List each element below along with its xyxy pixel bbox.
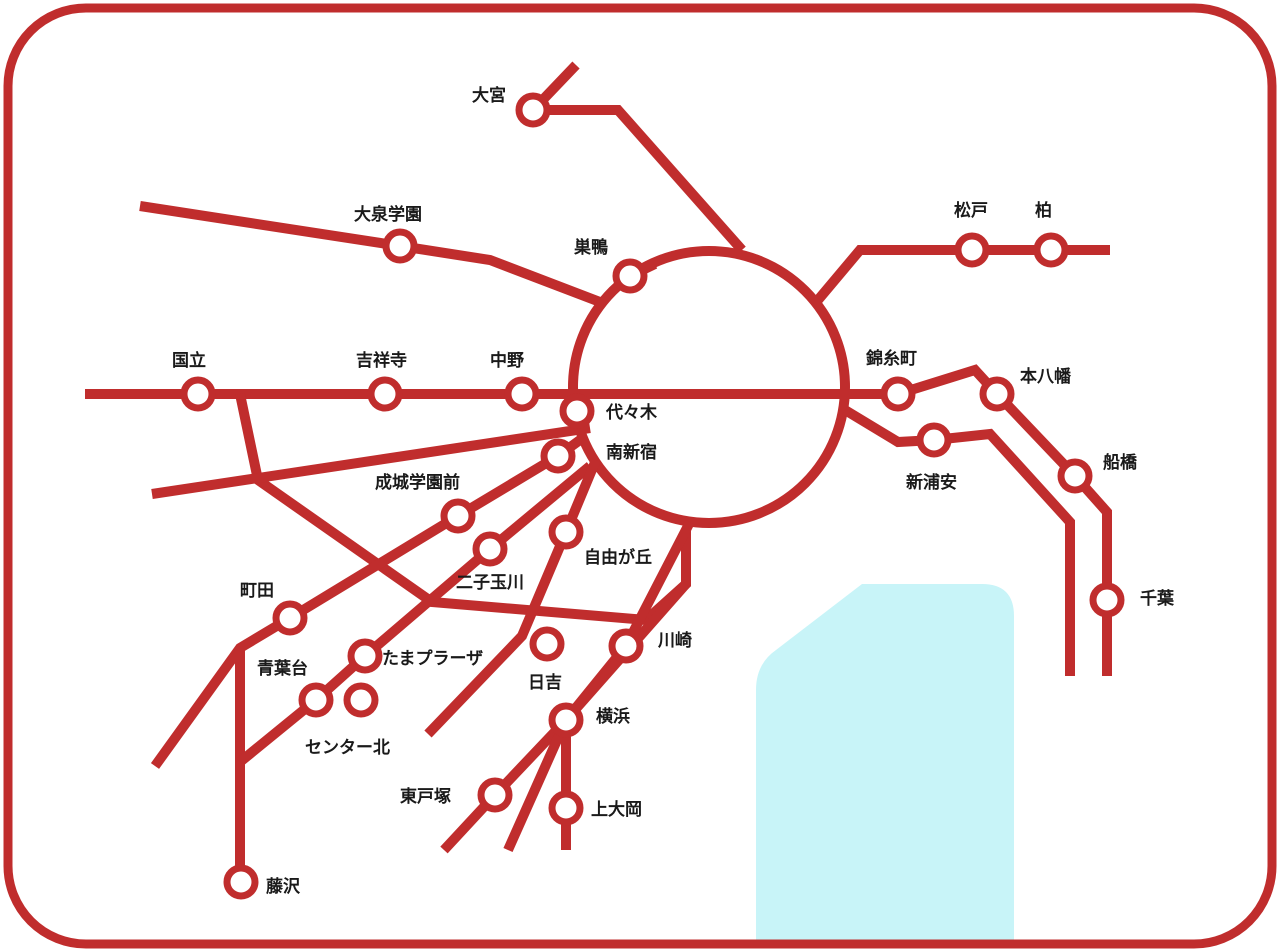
- label-chiba: 千葉: [1140, 588, 1175, 609]
- station-shin-urayasu[interactable]: [916, 422, 952, 458]
- station-center-kita[interactable]: [343, 682, 379, 718]
- label-machida: 町田: [240, 581, 274, 601]
- yamanote-loop: [568, 246, 850, 528]
- station-nakano[interactable]: [504, 376, 540, 412]
- label-motoyawata: 本八幡: [1020, 366, 1072, 387]
- station-oizumi-gakuen[interactable]: [382, 228, 418, 264]
- station-aobadai[interactable]: [298, 682, 334, 718]
- line-keiyo: [842, 405, 1075, 676]
- station-hiyoshi[interactable]: [529, 626, 565, 662]
- label-funabashi: 船橋: [1103, 452, 1138, 473]
- station-seijo-gakuen-mae[interactable]: [440, 498, 476, 534]
- map-border: [3, 3, 1277, 949]
- station-kashiwa[interactable]: [1033, 232, 1069, 268]
- line-matsudo: [814, 245, 1110, 304]
- label-nakano: 中野: [490, 350, 524, 371]
- label-kichijoji: 吉祥寺: [356, 350, 407, 371]
- station-markers: [180, 92, 1125, 900]
- station-kunitachi[interactable]: [180, 376, 216, 412]
- label-seijo-gakuen-mae: 成城学園前: [375, 472, 460, 493]
- label-kamiooka: 上大岡: [591, 799, 642, 820]
- station-kichijoji[interactable]: [367, 376, 403, 412]
- station-funabashi[interactable]: [1057, 458, 1093, 494]
- line-nambu: [235, 392, 691, 626]
- station-kawasaki[interactable]: [608, 628, 644, 664]
- station-omiya[interactable]: [515, 92, 551, 128]
- station-kamiooka[interactable]: [548, 790, 584, 826]
- station-chiba[interactable]: [1089, 582, 1125, 618]
- station-matsudo[interactable]: [954, 232, 990, 268]
- label-center-kita: センター北: [305, 738, 390, 758]
- station-machida[interactable]: [272, 600, 308, 636]
- label-matsudo: 松戸: [954, 200, 988, 221]
- line-keio: [151, 423, 591, 499]
- label-kinshicho: 錦糸町: [866, 348, 917, 369]
- label-tama-plaza: たまプラーザ: [382, 648, 483, 669]
- station-motoyawata[interactable]: [979, 376, 1015, 412]
- station-higashi-totsuka[interactable]: [477, 777, 513, 813]
- label-hiyoshi: 日吉: [528, 673, 562, 693]
- label-futako-tamagawa: 二子玉川: [456, 573, 524, 593]
- line-oizumi: [139, 201, 602, 307]
- station-futako-tamagawa[interactable]: [472, 531, 508, 567]
- label-yoyogi: 代々木: [605, 402, 658, 423]
- label-minami-shinjuku: 南新宿: [606, 442, 657, 463]
- label-yokohama: 横浜: [596, 706, 630, 727]
- station-jiyugaoka[interactable]: [548, 514, 584, 550]
- label-shin-urayasu: 新浦安: [906, 472, 957, 493]
- label-omiya: 大宮: [472, 85, 506, 106]
- station-yokohama[interactable]: [548, 702, 584, 738]
- label-fujisawa: 藤沢: [266, 876, 301, 897]
- station-sugamo[interactable]: [612, 258, 648, 294]
- label-oizumi-gakuen: 大泉学園: [354, 204, 422, 225]
- station-tama-plaza[interactable]: [347, 638, 383, 674]
- label-kashiwa: 柏: [1035, 200, 1052, 221]
- label-jiyugaoka: 自由が丘: [584, 547, 652, 568]
- station-kinshicho[interactable]: [880, 376, 916, 412]
- label-kawasaki: 川崎: [657, 630, 692, 651]
- label-aobadai: 青葉台: [257, 658, 308, 679]
- station-labels: 大宮 大泉学園 巣鴨 松戸 柏 国立 吉祥寺 中野 錦糸町 本八幡 代々木 南新…: [172, 85, 1175, 897]
- tokyo-bay-water: [756, 584, 1014, 944]
- station-yoyogi[interactable]: [559, 393, 595, 429]
- label-kunitachi: 国立: [172, 350, 206, 371]
- station-minami-shinjuku[interactable]: [540, 438, 576, 474]
- station-fujisawa[interactable]: [223, 864, 259, 900]
- line-omiya: [521, 61, 746, 254]
- line-toyoko: [424, 458, 601, 738]
- label-higashi-totsuka: 東戸塚: [400, 786, 451, 807]
- label-sugamo: 巣鴨: [573, 237, 608, 258]
